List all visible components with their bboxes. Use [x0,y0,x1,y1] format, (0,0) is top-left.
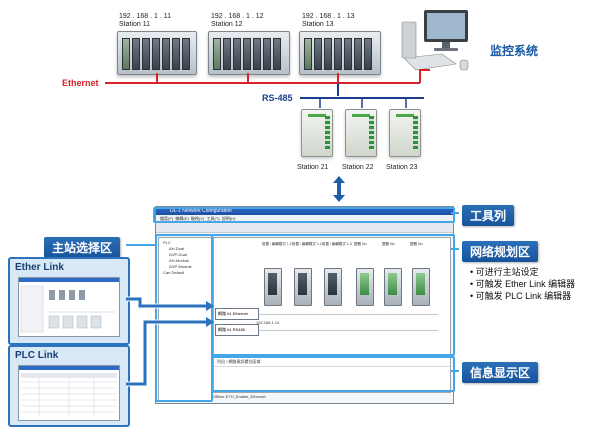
tree-item-dvp-module[interactable]: DVP-Module [169,264,192,269]
feature-item: 可触发 Ether Link 编辑器 [470,278,576,290]
tree-item-dvp-dual[interactable]: DVP-Dual [169,252,187,257]
status-bar: Offline ETH_Enable_Ethernet [213,394,266,399]
device-node-5[interactable] [384,268,402,306]
device-node-6[interactable] [412,268,430,306]
toolbar [156,223,453,233]
station-11-name: Station 11 [119,21,151,28]
ether-link-screenshot [18,277,120,337]
station-11-ip: 192 . 168 . 1 . 11 [119,13,172,20]
plc-station-13 [299,31,381,75]
plc-link-panel: PLC Link [8,345,130,427]
network-plan-callout: 网络规划区 [462,241,539,262]
computer-icon [401,10,469,71]
feature-item: 可进行主站设定 [470,266,575,278]
feature-item: 可触发 PLC Link 编辑器 [470,290,575,302]
network-rs485-box[interactable]: 網路 #1 RS485 [215,324,259,336]
ether-link-title: Ether Link [15,262,64,273]
window-title: DL-1 Network Configuration [170,208,232,214]
rs485-bus-line [258,330,438,331]
menu-view[interactable]: 檢視(V) [190,216,205,221]
network-lines [105,69,430,108]
device-label-3: 設置 / 編輯模式 1.3 [322,242,352,246]
device-label-2: 設置 / 編輯模式 1.2 [292,242,322,246]
info-display-panel: 列出 / 網路資訊欄位區域 [213,357,451,393]
rs485-label: RS-485 [262,93,293,103]
master-select-callout: 主站选择区 [44,237,121,258]
device-label-1: 設置 / 編輯模式 1.2 [262,242,292,246]
network-ethernet-box[interactable]: 網路 #1 Ethernet [215,308,259,320]
menu-edit[interactable]: 編輯(E) [175,216,189,221]
ether-link-screenshot-content [20,285,115,333]
info-caption: 列出 / 網路資訊欄位區域 [214,358,450,367]
station-13-ip: 192 . 168 . 1 . 13 [302,13,355,20]
device-node-1[interactable] [264,268,282,306]
device-node-3[interactable] [324,268,342,306]
plc-link-title: PLC Link [15,350,59,361]
station-12-ip: 192 . 168 . 1 . 12 [211,13,264,20]
tree-panel: PLC AH-Dual DVP-Dual AH-Module DVP-Modul… [158,237,212,401]
module-station-22 [345,109,377,157]
tree-item-plc[interactable]: PLC [163,240,171,245]
plc-station-11 [117,31,197,75]
ether-link-panel: Ether Link [8,257,130,345]
plc-link-screenshot [18,365,120,421]
network-planning-panel: 設置 / 編輯模式 1.2 設置 / 編輯模式 1.2 設置 / 編輯模式 1.… [213,237,451,357]
tree-item-ah-module[interactable]: AH-Module [169,258,190,263]
network-plan-highlight [211,234,455,356]
toolbar-callout: 工具列 [462,205,515,226]
device-node-4[interactable] [356,268,374,306]
plc-link-screenshot-content [21,373,117,416]
device-label-5: 整體 No. [382,242,396,246]
station-23-name: Station 23 [386,164,418,171]
module-station-23 [389,109,421,157]
device-label-6: 整體 No. [410,242,424,246]
tree-item-ah-dual[interactable]: AH-Dual [169,246,185,251]
info-display-callout: 信息显示区 [462,362,539,383]
station-13-name: Station 13 [302,21,334,28]
menu-file[interactable]: 檔案(F) [160,216,174,221]
plc-station-12 [208,31,290,75]
monitor-system-label: 监控系统 [490,44,539,58]
info-display-highlight [211,356,455,392]
ip-tag: 192.168.1.13 [256,320,280,325]
feature-list: 可进行主站设定 可触发 Ether Link 编辑器 可触发 PLC Link … [470,266,576,302]
window-titlebar: DL-1 Network Configuration [156,207,453,215]
menu-help[interactable]: 說明(H) [221,216,236,221]
menu-tools[interactable]: 工具(T) [206,216,220,221]
ethernet-label: Ethernet [62,78,99,88]
station-22-name: Station 22 [342,164,374,171]
station-21-name: Station 21 [297,164,329,171]
double-arrow-icon [333,176,345,202]
toolbar-highlight [153,207,455,223]
ethernet-bus-line [258,314,438,315]
device-node-2[interactable] [294,268,312,306]
device-label-4: 整體 No. [354,242,368,246]
station-12-name: Station 12 [211,21,243,28]
module-station-21 [301,109,333,157]
tree-item-can-default[interactable]: Can Default [163,270,185,275]
